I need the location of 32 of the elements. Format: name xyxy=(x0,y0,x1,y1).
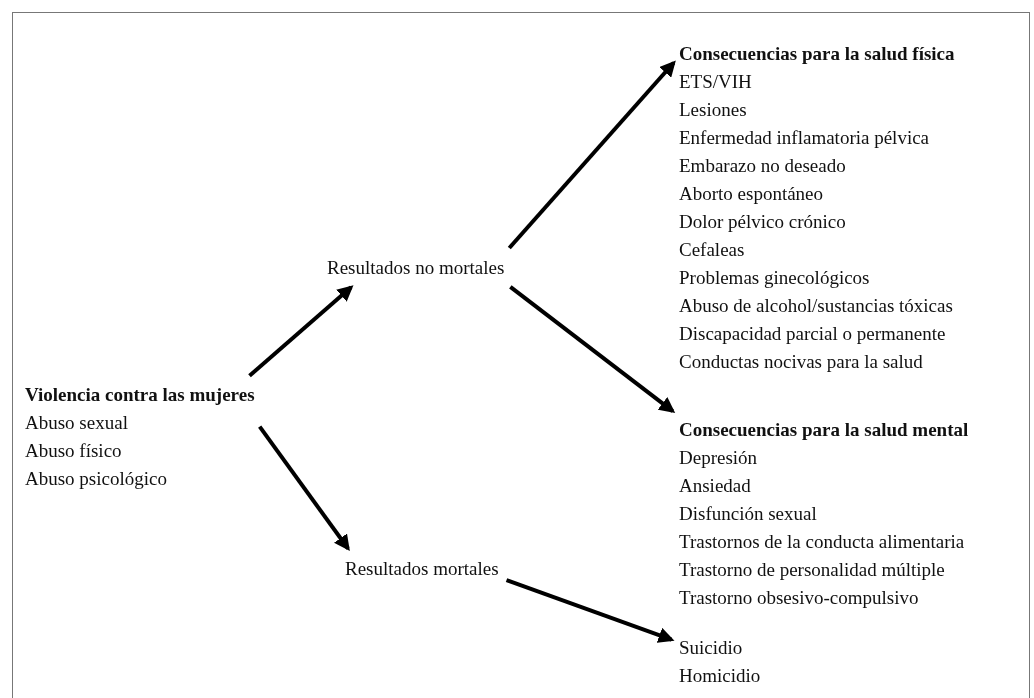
item-text: Lesiones xyxy=(679,98,747,122)
item-text: Depresión xyxy=(679,446,758,470)
arrow xyxy=(507,60,676,250)
arrow xyxy=(258,425,350,552)
item-text: Trastorno obsesivo-compulsivo xyxy=(679,586,919,610)
item-text: Enfermedad inflamatoria pélvica xyxy=(679,126,930,150)
item-text: Abuso psicológico xyxy=(25,467,167,491)
item-text: ETS/VIH xyxy=(679,70,752,94)
item-text: Resultados no mortales xyxy=(327,256,505,280)
item-text: Trastorno de personalidad múltiple xyxy=(679,558,945,582)
heading-text: Violencia contra las mujeres xyxy=(25,383,255,407)
item-text: Cefaleas xyxy=(679,238,745,262)
item-text: Abuso sexual xyxy=(25,411,128,435)
item-text: Homicidio xyxy=(679,664,761,688)
item-text: Aborto espontáneo xyxy=(679,182,824,206)
item-text: Discapacidad parcial o permanente xyxy=(679,322,946,346)
item-text: Disfunción sexual xyxy=(679,502,817,526)
item-text: Abuso de alcohol/sustancias tóxicas xyxy=(679,294,953,318)
item-text: Suicidio xyxy=(679,636,743,660)
heading-text: Consecuencias para la salud mental xyxy=(679,418,969,442)
arrow xyxy=(509,285,676,414)
item-text: Embarazo no deseado xyxy=(679,154,846,178)
arrow xyxy=(248,285,354,378)
item-text: Conductas nocivas para la salud xyxy=(679,350,923,374)
heading-text: Consecuencias para la salud física xyxy=(679,42,955,66)
item-text: Trastornos de la conducta alimentaria xyxy=(679,530,965,554)
item-text: Ansiedad xyxy=(679,474,751,498)
item-text: Problemas ginecológicos xyxy=(679,266,870,290)
item-text: Abuso físico xyxy=(25,439,122,463)
item-text: Resultados mortales xyxy=(345,557,499,581)
arrow xyxy=(505,578,675,643)
item-text: Dolor pélvico crónico xyxy=(679,210,846,234)
